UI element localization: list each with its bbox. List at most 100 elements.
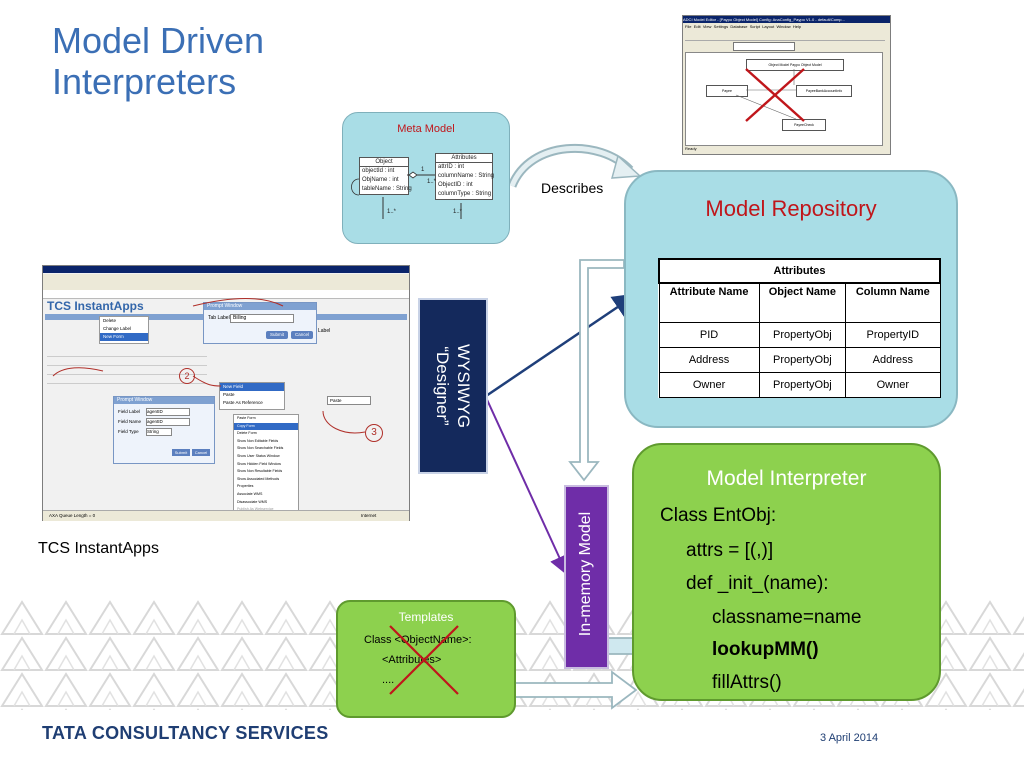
prompt-window-2: Prompt Window Field Label agentID Field … (113, 396, 215, 464)
wysiwyg-designer-label: WYSIWYG “Designer” (432, 299, 474, 473)
table-cell: PID (658, 322, 760, 348)
submit-button[interactable]: Submit (172, 449, 190, 456)
instantapps-brand: TCS InstantApps (47, 299, 144, 313)
menu-edit[interactable]: Edit (693, 24, 701, 29)
code-line: classname=name (712, 607, 862, 628)
prompt-window-title: Prompt Window (204, 303, 316, 310)
designer-to-inmemory-arrow (477, 379, 569, 576)
code-line: attrs = [(,)] (686, 540, 774, 561)
context-menu-item[interactable]: Disassociate WMS (237, 499, 268, 504)
callout-arrows (52, 298, 366, 434)
uml-object-attr: ObjName : int (362, 177, 399, 183)
table-cell: Owner (845, 372, 941, 398)
slide-title-line2: Interpreters (52, 61, 237, 102)
editor-node-object-model[interactable]: Object Model Paypo Object Model (746, 59, 844, 71)
context-menu-item[interactable]: Show User Status Window (237, 453, 280, 458)
field-select[interactable]: String (146, 428, 172, 436)
menu-database[interactable]: Database (730, 24, 748, 29)
uml-attributes-name: Attributes (436, 154, 492, 163)
menu-settings[interactable]: Settings (713, 24, 729, 29)
table-cell: Address (658, 347, 760, 373)
attributes-table: Attributes Attribute Name Object Name Co… (658, 258, 941, 398)
context-menu-item[interactable]: Change Label (103, 326, 132, 331)
model-editor-status: Ready (685, 146, 697, 151)
context-menu-item[interactable]: Show Non Searchable Fields (237, 446, 284, 451)
menu-view[interactable]: View (702, 24, 712, 29)
table-cell: Owner (658, 372, 760, 398)
cancel-button[interactable]: Cancel (291, 331, 313, 339)
paste-field[interactable]: Paste (327, 396, 371, 405)
model-interpreter-title: Model Interpreter (706, 467, 867, 490)
callout-number: 2 (179, 368, 195, 384)
context-menu-item-selected[interactable]: New Form (100, 333, 148, 341)
uml-multiplicity-left: 1 (421, 167, 425, 173)
status-text: AXA Queue Length = 0 (49, 513, 96, 518)
menu-layout[interactable]: Layout (762, 24, 775, 29)
prompt-window-1: Prompt Window Tab Label: Billing Submit … (203, 302, 317, 344)
company-logo: TATA CONSULTANCY SERVICES (42, 723, 329, 743)
browser-titlebar (43, 266, 409, 273)
context-menu-item[interactable]: Publish As Webservice (234, 506, 298, 514)
browser-address-bar (43, 290, 409, 299)
in-memory-model-box: In-memory Model (564, 485, 609, 669)
browser-statusbar: AXA Queue Length = 0 Internet (43, 510, 409, 521)
context-menu-item[interactable]: Show Non Editable Fields (237, 438, 279, 443)
context-menu-item[interactable]: Paste Form (237, 416, 256, 420)
red-cross-icon (389, 625, 459, 695)
context-menu-item-selected[interactable]: Copy Form (234, 422, 298, 431)
context-menu-item[interactable]: Delete (103, 318, 117, 323)
context-menu-item[interactable]: Paste (223, 392, 235, 397)
table-cell: PropertyObj (758, 372, 847, 398)
context-menu-item[interactable]: Show Associated Methods (237, 476, 280, 481)
wysiwyg-line1: WYSIWYG (454, 343, 473, 429)
wysiwyg-to-repository-arrow (485, 293, 639, 398)
templates-to-interpreter-arrow (513, 670, 638, 710)
editor-node-bank-account[interactable]: PayeeBankAccountInfo (796, 85, 852, 97)
tab-label-text: Tab Label: (208, 315, 232, 321)
context-menu-item[interactable]: Associate WMS (237, 491, 263, 496)
uml-object-attr: objectId : int (362, 168, 395, 174)
wysiwyg-designer-box: WYSIWYG “Designer” (418, 298, 488, 474)
uml-attributes-attr: ObjectID : int (438, 182, 473, 188)
uml-multiplicity-bottom-right: 1..* (453, 209, 463, 215)
cancel-button[interactable]: Cancel (192, 449, 210, 456)
column-header: Object Name (758, 282, 847, 323)
context-menu-item[interactable]: Show Hidden Field Window (237, 461, 281, 466)
uml-connectors (351, 171, 462, 219)
table-cell: PropertyObj (758, 347, 847, 373)
field-label: Field Label (118, 409, 141, 414)
menu-help[interactable]: Help (792, 24, 802, 29)
uml-object-attr: tableName : String (362, 186, 412, 192)
field-label: Field Name (118, 419, 142, 424)
column-header: Attribute Name (658, 282, 760, 323)
slide-date: 3 April 2014 (820, 732, 879, 744)
uml-multiplicity-bottom-left: 1..* (387, 209, 397, 215)
label-text: Label (318, 328, 331, 334)
context-menu-3: Paste Form Copy Form Delete Form Show No… (233, 414, 299, 518)
menu-window[interactable]: Window (776, 24, 791, 29)
submit-button[interactable]: Submit (266, 331, 288, 339)
context-menu-item[interactable]: Paste As Reference (223, 400, 263, 405)
slide-title-line1: Model Driven (52, 20, 265, 61)
table-row: Owner PropertyObj Owner (658, 372, 941, 398)
menu-file[interactable]: File (685, 24, 692, 29)
context-menu-item[interactable]: Properties (237, 484, 254, 489)
menu-script[interactable]: Script (749, 24, 760, 29)
field-input[interactable]: agentID (146, 418, 190, 426)
uml-attributes-attr: columnType : String (438, 191, 492, 197)
context-menu-item[interactable]: Show Non Resultable Fields (237, 469, 283, 474)
column-header: Column Name (845, 282, 941, 323)
model-editor-titlebar: ADCI Model Editor - [Paypo Object Model]… (683, 16, 890, 23)
tab-label-input[interactable]: Billing (230, 314, 294, 323)
editor-node-payee[interactable]: Payee (706, 85, 748, 97)
model-editor-toolbar (685, 32, 885, 41)
field-input[interactable]: agentID (146, 408, 190, 416)
instantapps-caption: TCS InstantApps (38, 540, 159, 557)
in-memory-model-label: In-memory Model (577, 511, 594, 637)
context-menu-item-selected[interactable]: New Field (220, 383, 284, 391)
callout-number: 3 (365, 424, 383, 442)
template-line: Class <ObjectName>: (364, 634, 472, 646)
field-label: Field Type (118, 429, 139, 434)
model-editor-combo[interactable] (733, 42, 795, 51)
context-menu-item[interactable]: Delete Form (237, 431, 257, 436)
